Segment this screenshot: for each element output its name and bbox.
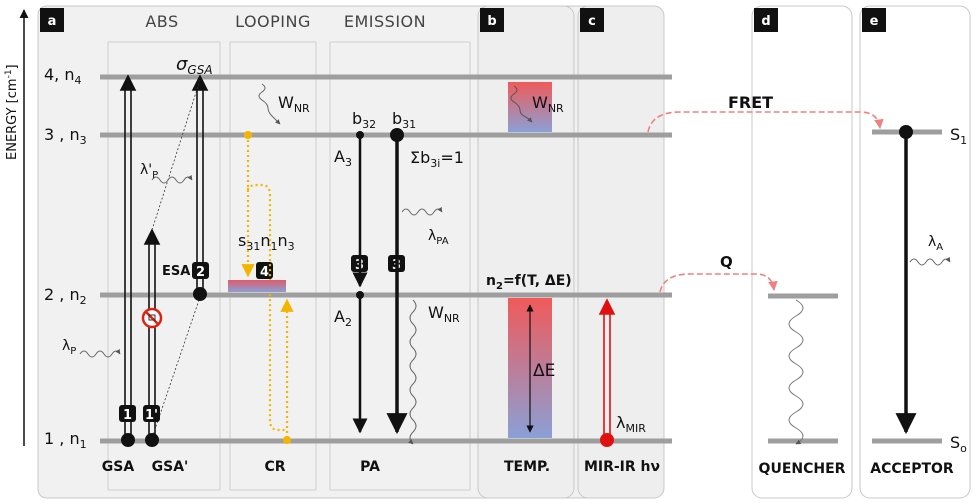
gsa-prime-bottom-label: GSA' [152,459,189,475]
esa-dot [193,287,207,301]
nonradiative-wave-looping [258,83,281,125]
svg-text:d: d [761,14,770,29]
mir-ground-dot [600,433,614,447]
mir-arrow [598,298,616,438]
level-label-2: 2 , n2 [44,285,87,307]
b31-dot [390,128,404,142]
panel-e-box [859,5,971,499]
gsa-bottom-label: GSA [102,459,135,475]
lambda-pa-label: λPA [428,228,449,247]
svg-text:4: 4 [260,265,269,280]
s1-label: S1 [950,125,967,147]
quencher-relaxation-wave [788,299,804,445]
level-label-1: 1 , n1 [44,429,87,451]
svg-text:b: b [487,14,496,29]
w-nr-temp-label: WNR [532,93,564,115]
nonradiative-wave-emission [408,299,417,445]
gsa-prime-ground-dot [145,433,159,447]
looping-column-box [229,41,317,491]
abs-column-box [107,41,221,491]
w-nr-emission-label: WNR [428,303,460,325]
emission-column-box [329,41,471,491]
cr-rate-label: s31n1n3 [238,231,295,253]
gsa-ground-dot [121,433,135,447]
prohibited-icon [141,307,163,329]
step-tag-1: 1 [119,405,136,423]
a2-label: A2 [334,307,352,329]
quencher-bottom-label: QUENCHER [759,461,846,477]
acceptor-s1-dot [899,125,913,139]
nonradiative-wave-temp [510,85,533,123]
cr-start-dot [244,131,252,139]
photon-wave-lambda-a [909,256,951,266]
panel-a-tag: a [40,8,64,32]
svg-text:e: e [870,14,879,29]
lambda-a-label: λA [928,234,943,253]
level-label-3: 3 , n3 [44,125,87,147]
level-label-4: 4, n4 [44,65,82,87]
panel-d-tag: d [754,8,778,32]
panel-c-tag: c [580,8,604,32]
photon-wave-lambda-pa [401,206,443,216]
panel-d-box [751,5,853,499]
svg-text:1': 1' [145,408,158,423]
step-tag-2: 2 [192,262,209,280]
a2-dot [356,291,364,299]
abs-header: ABS [145,12,178,31]
cr-bottom-label: CR [264,459,285,475]
sigma-gsa-label: σGSA [176,54,213,77]
lambda-p-prime-label: λ'P [140,162,158,181]
fret-label: FRET [728,93,773,112]
b32-dot [356,131,364,139]
panel-b-tag: b [480,8,504,32]
svg-text:a: a [48,14,57,29]
cr-loop-path [241,135,294,438]
mir-bottom-label: MIR-IR hν [584,459,660,475]
temp-upper-gradient [508,82,552,132]
cr-population-bar [228,280,286,292]
energy-axis-label: ENERGY [cm-1] [4,64,20,160]
cr-end-dot [283,436,291,444]
fret-arrow [647,111,884,133]
s0-label: So [950,433,967,455]
lambda-p-label: λP [62,338,76,357]
photon-wave-lambda-p-prime [151,174,193,184]
b31-label: b31 [392,109,416,131]
a3-label: A3 [334,147,352,169]
svg-text:1: 1 [123,408,132,423]
temp-bottom-label: TEMP. [504,459,550,475]
q-label: Q [720,253,733,271]
svg-text:c: c [588,14,596,29]
b32-label: b32 [352,109,376,131]
looping-header: LOOPING [235,12,311,31]
sum-b-label: Σb3i=1 [410,148,464,170]
quench-arrow [659,273,778,293]
panel-c-box [577,5,665,499]
w-nr-looping-label: WNR [278,93,310,115]
pa-bottom-label: PA [360,459,380,475]
lambda-mir-label: λMIR [616,413,646,435]
step-tag-4: 4 [256,262,273,280]
emission-header: EMISSION [344,12,426,31]
svg-text:2: 2 [196,265,205,280]
esa-label: ESA [162,264,190,279]
acceptor-bottom-label: ACCEPTOR [870,461,954,477]
delta-e-label: ΔE [533,361,555,381]
gsa-arrow [119,74,137,438]
esa-arrow [191,74,209,292]
photon-wave-lambda-p [79,348,121,358]
n2-function-label: n2=f(T, ΔE) [486,273,572,292]
panel-e-tag: e [862,8,886,32]
step-tag-1-prime: 1' [143,405,160,423]
